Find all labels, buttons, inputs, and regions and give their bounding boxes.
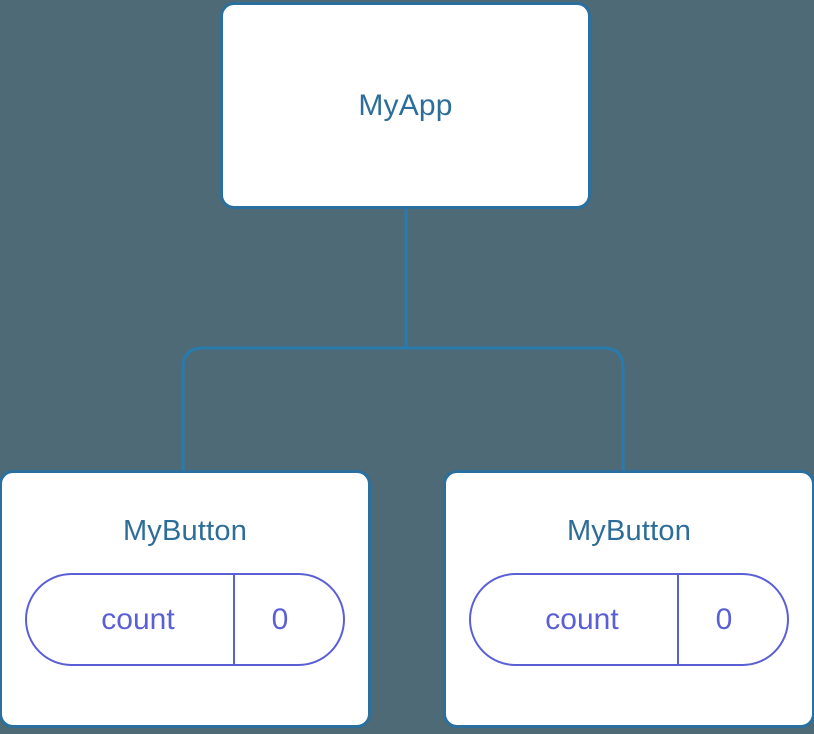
node-myapp-label: MyApp (358, 88, 453, 122)
state-pill-1-key: count (27, 575, 235, 664)
state-pill-2-value: 0 (715, 602, 733, 636)
state-pill-1-value: 0 (271, 602, 289, 636)
state-pill-1[interactable]: count 0 (25, 573, 345, 666)
node-mybutton-2-label: MyButton (566, 515, 692, 547)
node-mybutton-1-label: MyButton (122, 515, 248, 547)
node-mybutton-2[interactable]: MyButton count 0 (443, 470, 814, 728)
state-pill-2[interactable]: count 0 (469, 573, 789, 666)
edge-root-to-child-left (181, 346, 406, 474)
edge-root-to-child-right (406, 346, 625, 474)
node-mybutton-1[interactable]: MyButton count 0 (0, 470, 371, 728)
node-myapp[interactable]: MyApp (220, 2, 591, 209)
state-pill-2-key: count (471, 575, 679, 664)
